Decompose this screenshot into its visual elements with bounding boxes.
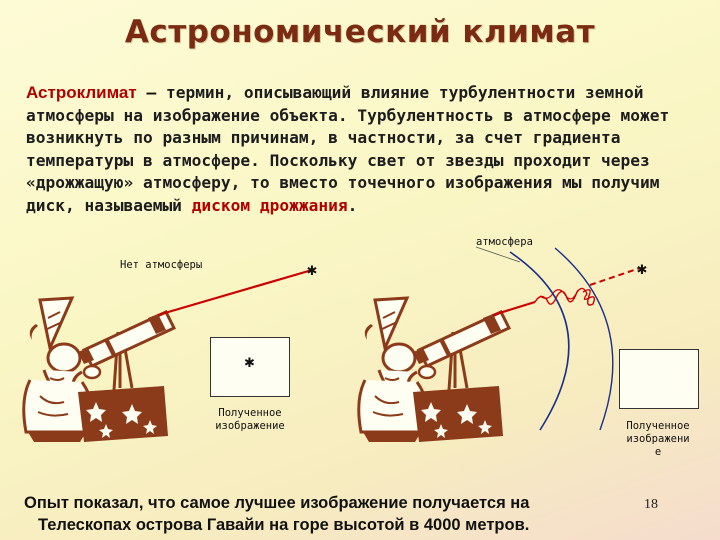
conclusion-text: Опыт показал, что самое лучшее изображен… (24, 492, 624, 536)
light-ray-left (157, 268, 313, 317)
wizard-telescope-right (357, 296, 511, 444)
conclusion-line1: Опыт показал, что самое лучшее изображен… (24, 494, 530, 512)
atmosphere-label: атмосфера (476, 236, 533, 248)
no-atmosphere-label: Нет атмосферы (120, 259, 203, 271)
atmosphere-arc-outer (509, 251, 570, 431)
light-ray-right-lower (492, 300, 536, 317)
intro-text: термин, описывающий влияние турбулентнос… (26, 83, 670, 215)
left-caption-line2: изображение (215, 420, 285, 432)
right-caption-line1: Полученное (626, 420, 690, 432)
intro-end: . (347, 195, 358, 215)
right-caption: Полученное изображени е (610, 420, 706, 459)
star-icon-left: ✱ (307, 264, 318, 279)
seeing-disk-term: диском дрожжания (191, 195, 348, 215)
right-caption-line3: е (654, 446, 662, 458)
atmosphere-arc-inner (554, 247, 614, 431)
wizard-telescope-left (22, 296, 176, 444)
left-caption: Полученное изображение (200, 407, 300, 433)
page-number: 18 (644, 497, 658, 512)
point-star-icon: ✱ (244, 356, 255, 371)
star-icon-right: ✱ (637, 263, 648, 278)
turbulence-scribble (534, 287, 596, 306)
right-caption-line2: изображени (626, 433, 690, 445)
left-caption-line1: Полученное (218, 407, 282, 419)
term-dash: – (136, 83, 166, 102)
conclusion-line2: Телескопах острова Гавайи на горе высото… (38, 516, 530, 534)
image-frame-left: ✱ (210, 337, 290, 397)
term-astroclimate: Астроклимат (26, 83, 137, 102)
image-frame-right (619, 349, 699, 409)
light-ray-right-upper (589, 267, 641, 286)
intro-paragraph: Астроклимат – термин, описывающий влияни… (26, 82, 706, 217)
slide-title: Астрономический климат (124, 14, 596, 50)
